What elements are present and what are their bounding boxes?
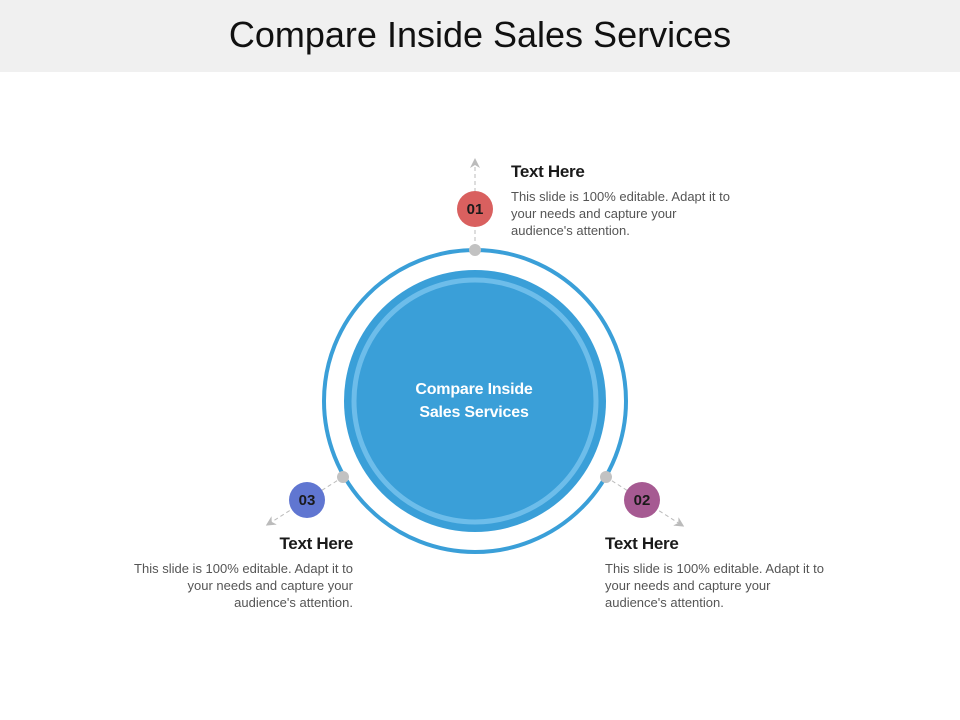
anchor-dot-03 — [337, 471, 349, 483]
text-block-03: Text Here This slide is 100% editable. A… — [113, 534, 353, 611]
badge-03 — [289, 482, 325, 518]
text-block-01-body: This slide is 100% editable. Adapt it to… — [511, 189, 730, 238]
page-title: Compare Inside Sales Services — [228, 14, 732, 55]
badge-01-number: 01 — [467, 201, 484, 218]
text-block-02-heading: Text Here — [605, 534, 679, 553]
anchor-dot-02 — [600, 471, 612, 483]
text-block-01: Text Here This slide is 100% editable. A… — [511, 162, 751, 239]
anchor-dot-01 — [469, 244, 481, 256]
text-block-03-body: This slide is 100% editable. Adapt it to… — [134, 561, 353, 610]
center-label-line2: Sales Services — [419, 404, 529, 421]
center-circle — [344, 270, 606, 532]
text-block-01-heading: Text Here — [511, 162, 585, 181]
text-block-02: Text Here This slide is 100% editable. A… — [605, 534, 845, 611]
badge-02 — [624, 482, 660, 518]
title-bar — [0, 0, 960, 72]
center-label: Compare Inside Sales Services — [374, 378, 574, 424]
inner-ring — [351, 277, 599, 525]
badge-02-number: 02 — [634, 492, 651, 509]
text-block-02-body: This slide is 100% editable. Adapt it to… — [605, 561, 824, 610]
text-block-03-heading: Text Here — [279, 534, 353, 553]
badge-01 — [457, 191, 493, 227]
badge-03-number: 03 — [299, 492, 316, 509]
center-label-line1: Compare Inside — [415, 381, 533, 398]
